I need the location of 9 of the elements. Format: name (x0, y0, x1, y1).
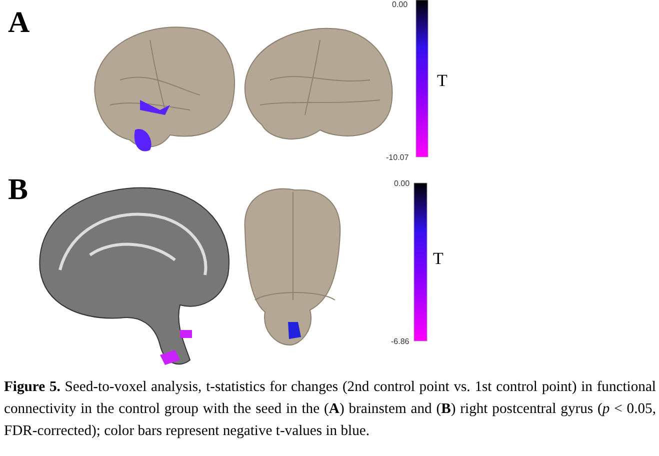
figure-caption: Figure 5. Seed-to-voxel analysis, t-statistics for changes (2nd control point vs. 1st control point) in functional connectivity in the control group with the seed in the (A) brainstem and (B) right postcentral gyrus (p < 0.05, FDR-corrected); color bars represent negative t-values in blue. (4, 378, 656, 441)
panel-label: A (8, 8, 30, 38)
scale-value: -6.86 (391, 338, 410, 346)
axis-title: T (433, 250, 444, 267)
axis-title: T (437, 72, 448, 89)
panel-label: B (8, 175, 28, 205)
scale-value: 0.00 (392, 1, 408, 9)
scale-value: -10.07 (386, 154, 409, 162)
scale-value: 0.00 (394, 180, 410, 188)
